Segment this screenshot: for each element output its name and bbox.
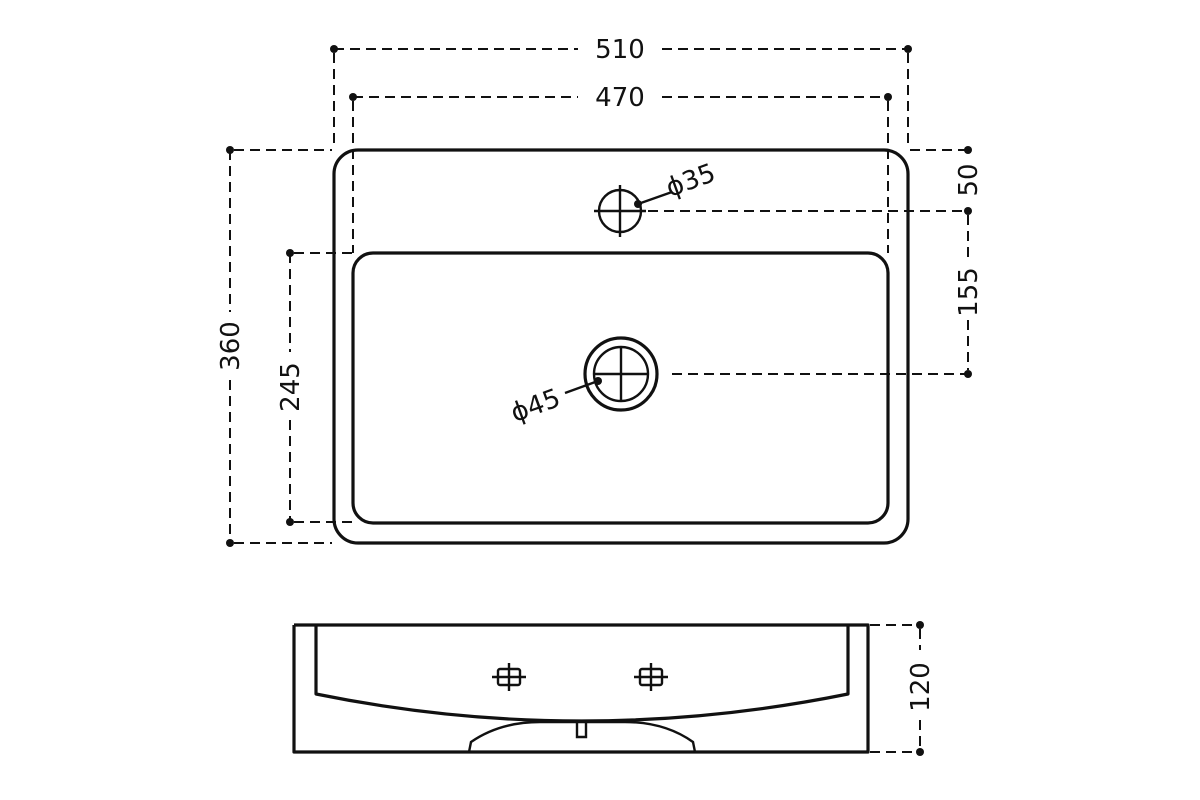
- dimension-245: 245: [276, 249, 352, 526]
- dimension-470: 470: [349, 83, 892, 253]
- side-foot: [467, 720, 697, 753]
- dim-height: 120: [906, 662, 936, 712]
- dim-inner-width: 470: [595, 83, 645, 113]
- dim-drain-hole: ϕ45: [507, 383, 564, 428]
- dim-basin-depth: 245: [276, 362, 306, 412]
- leader-tap-hole: ϕ35: [634, 158, 720, 208]
- dim-tap-offset: 50: [954, 163, 984, 196]
- mounting-hole-left: [492, 663, 526, 691]
- dimension-50: 50: [648, 146, 984, 215]
- dimension-lines: 510 470 360: [216, 35, 984, 547]
- dimension-155: 155: [672, 215, 984, 378]
- drain-hole: [583, 336, 659, 412]
- mounting-hole-right: [634, 663, 668, 691]
- basin-outer-outline: [332, 148, 910, 545]
- dimension-360: 360: [216, 146, 332, 547]
- side-outer-profile: [292, 623, 870, 754]
- side-inner-bowl: [314, 625, 850, 723]
- dimension-510: 510: [330, 35, 912, 148]
- dimension-120: 120: [870, 621, 936, 756]
- dim-tap-hole: ϕ35: [662, 158, 719, 203]
- side-drain-stub: [575, 722, 588, 739]
- side-view: 120: [292, 621, 936, 756]
- basin-inner-bowl: [351, 251, 890, 525]
- top-view: [332, 148, 910, 545]
- tap-hole: [594, 185, 646, 237]
- leader-drain-hole: ϕ45: [507, 377, 602, 429]
- dim-outer-width: 510: [595, 35, 645, 65]
- dim-total-depth: 360: [216, 321, 246, 371]
- dim-drain-offset: 155: [954, 267, 984, 317]
